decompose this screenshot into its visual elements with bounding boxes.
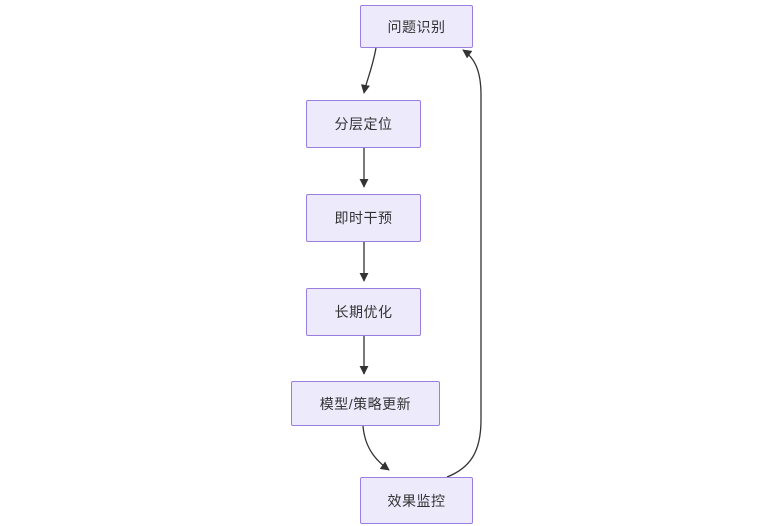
flowchart-node-layered-positioning[interactable]: 分层定位 (306, 100, 421, 148)
node-label: 效果监控 (387, 492, 446, 509)
flowchart-node-immediate-intervention[interactable]: 即时干预 (306, 194, 421, 242)
edge-update-to-monitoring (362, 425, 390, 471)
flowchart-node-long-term-optimization[interactable]: 长期优化 (306, 288, 421, 336)
edge-problem-to-layering (360, 47, 377, 94)
flowchart-node-problem-identification[interactable]: 问题识别 (360, 5, 473, 48)
flowchart-node-model-strategy-update[interactable]: 模型/策略更新 (291, 381, 440, 426)
node-label: 分层定位 (334, 116, 393, 132)
node-label: 问题识别 (387, 18, 446, 35)
edge-monitoring-to-problem-feedback (446, 49, 482, 478)
flowchart-node-effect-monitoring[interactable]: 效果监控 (360, 477, 473, 524)
node-label: 长期优化 (334, 304, 393, 320)
node-label: 即时干预 (334, 210, 393, 226)
node-label: 模型/策略更新 (319, 395, 412, 412)
